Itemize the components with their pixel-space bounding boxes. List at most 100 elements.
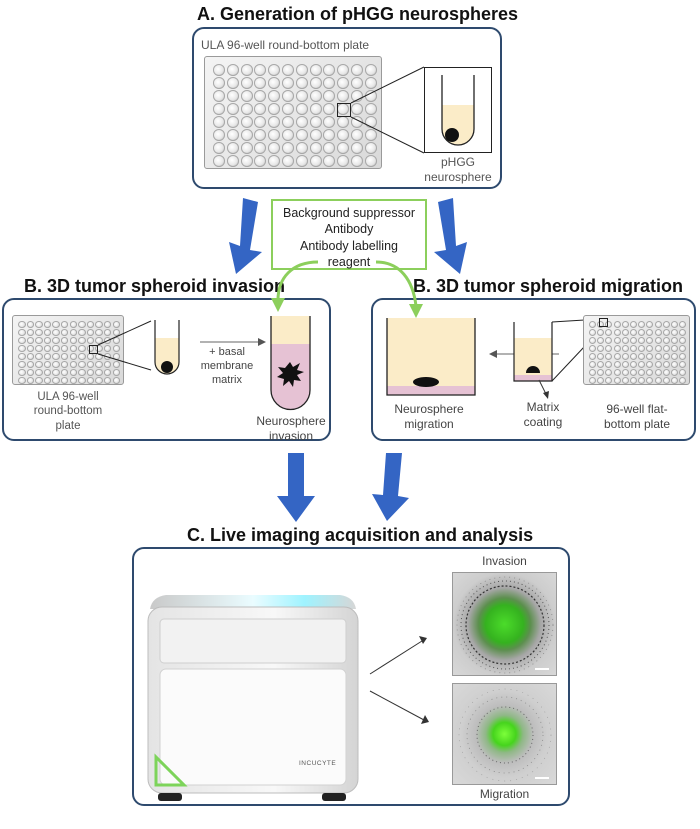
plate-well (52, 376, 60, 384)
plate-well (646, 344, 654, 352)
plate-well (605, 344, 613, 352)
plate-well (281, 90, 294, 102)
migration-image (452, 683, 557, 785)
plate-well (589, 328, 596, 336)
invasion-result-line1: Neurosphere (256, 414, 326, 428)
plate-well (52, 328, 60, 336)
plate-well (95, 321, 103, 328)
plate-well (18, 368, 26, 376)
plate-well (364, 142, 377, 154)
plate-well (670, 376, 678, 384)
plate-well (60, 368, 69, 376)
plate-label-line2: bottom plate (603, 417, 671, 431)
plate-well (78, 360, 86, 368)
plate-well (60, 336, 69, 344)
invasion-image-label: Invasion (482, 554, 527, 568)
plate-well (268, 155, 281, 167)
plate-well (662, 321, 670, 328)
plate-well (295, 129, 308, 141)
plate-well (295, 90, 308, 102)
plate-well (670, 368, 678, 376)
plate-well (350, 64, 363, 76)
plate-well (18, 352, 26, 360)
plate-well (18, 321, 26, 328)
plate-well (670, 352, 678, 360)
reagent-arrows (271, 260, 423, 318)
plate-well (309, 103, 322, 115)
plate-well (281, 77, 294, 89)
plate-well (350, 116, 363, 128)
plate-well (254, 90, 267, 102)
plate-well (254, 116, 267, 128)
plate-well (78, 376, 86, 384)
plate-well (621, 352, 629, 360)
plate-well (679, 360, 687, 368)
reagents-box: Background suppressor Antibody Antibody … (271, 199, 427, 270)
plate-well (646, 376, 654, 384)
plate-well (95, 368, 103, 376)
plate-well (103, 376, 112, 384)
plate-well (86, 376, 95, 384)
plate-well (679, 336, 687, 344)
plate-wells (589, 321, 687, 384)
plate-well (213, 116, 225, 128)
plate-well (112, 376, 121, 384)
plate-well (240, 155, 253, 167)
plate-well (226, 155, 239, 167)
plate-well (295, 142, 308, 154)
plate-well (95, 352, 103, 360)
plate-well (350, 103, 363, 115)
plate-well (18, 344, 26, 352)
plate-well (670, 360, 678, 368)
plate-well (597, 352, 605, 360)
plate-well (240, 103, 253, 115)
zoom-box-b-migration (599, 318, 608, 327)
plate-well (35, 368, 43, 376)
plate-well (69, 360, 78, 368)
plate-well (35, 336, 43, 344)
plate-well (662, 328, 670, 336)
plate-well (654, 321, 662, 328)
plate-well (226, 103, 239, 115)
plate-well (337, 129, 350, 141)
plate-well (309, 129, 322, 141)
plate-well (646, 360, 654, 368)
plate-well (112, 368, 121, 376)
plate-well (670, 328, 678, 336)
coating-label-line1: Matrix (526, 400, 560, 414)
plate-well (103, 321, 112, 328)
plate-well (646, 368, 654, 376)
plate-well (646, 336, 654, 344)
plate-well (638, 376, 646, 384)
plate-well (60, 376, 69, 384)
plate-well (86, 360, 95, 368)
plate-well (605, 360, 613, 368)
plate-well (337, 77, 350, 89)
plate-well (60, 344, 69, 352)
neurosphere-label-a: pHGG neurosphere (408, 155, 508, 185)
plate-well (621, 344, 629, 352)
plate-well (52, 336, 60, 344)
panel-b-invasion-title: B. 3D tumor spheroid invasion (24, 276, 286, 296)
plate-well (26, 376, 35, 384)
panel-a: ULA 96-well round-bottom plate pHGG neur… (192, 27, 502, 189)
plate-well (69, 328, 78, 336)
round-bottom-well-a (441, 75, 475, 146)
plate-label-b-invasion: ULA 96-well round-bottom plate (12, 390, 124, 433)
plate-well (26, 321, 35, 328)
plate-well (597, 360, 605, 368)
plate-well (605, 321, 613, 328)
plate-well (309, 64, 322, 76)
matrix-label: + basal membrane matrix (192, 346, 262, 387)
plate-well (69, 352, 78, 360)
plate-well (268, 116, 281, 128)
plate-well (268, 64, 281, 76)
plate-well (43, 376, 52, 384)
plate-well (621, 376, 629, 384)
plate-well (638, 328, 646, 336)
plate-well (254, 77, 267, 89)
plate-well (309, 142, 322, 154)
plate-well (281, 103, 294, 115)
plate-well (323, 64, 336, 76)
plate-well (295, 77, 308, 89)
